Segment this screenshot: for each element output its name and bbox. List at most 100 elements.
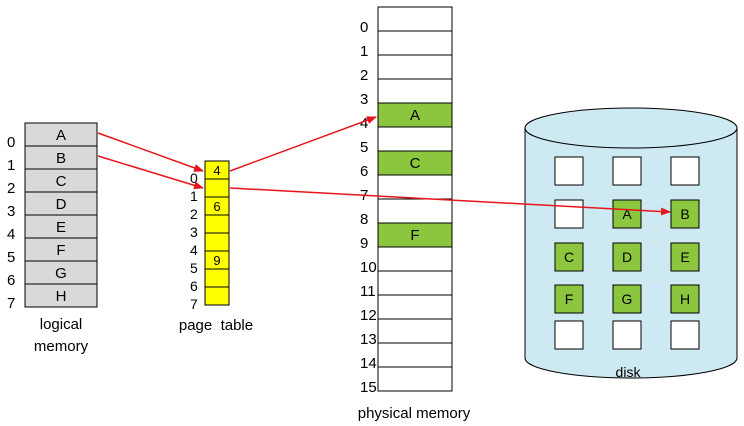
physical-frame-label: C <box>410 155 421 172</box>
mapping-arrows <box>97 116 671 216</box>
disk-block <box>612 320 642 350</box>
logical-page-index: 3 <box>7 203 15 220</box>
physical-frame <box>377 150 453 176</box>
physical-frame-index: 11 <box>360 283 376 300</box>
physical-frame-index: 13 <box>360 331 377 348</box>
page-table-index: 4 <box>190 242 198 258</box>
disk-block <box>554 156 584 186</box>
physical-frame-index: 14 <box>360 355 377 372</box>
logical-page-label: B <box>56 150 66 167</box>
disk-block <box>670 156 700 186</box>
page-table-index: 3 <box>190 224 198 240</box>
logical-page-label: F <box>56 242 65 259</box>
page-table-frame-number: 6 <box>213 199 220 214</box>
disk-block <box>554 320 584 350</box>
disk-block <box>554 242 584 272</box>
disk-block <box>554 199 584 229</box>
physical-frame-label: F <box>410 227 419 244</box>
logical-page-index: 1 <box>7 157 15 174</box>
disk-block-label: D <box>622 249 632 265</box>
physical-frame-index: 4 <box>360 115 368 132</box>
physical-frame-index: 2 <box>360 67 368 84</box>
logical-page-index: 2 <box>7 180 15 197</box>
physical-frame <box>377 198 453 224</box>
disk-block <box>612 156 642 186</box>
logical-page-index: 0 <box>7 134 15 151</box>
physical-frame <box>377 78 453 104</box>
logical-page-index: 7 <box>7 295 15 312</box>
logical-page-index: 4 <box>7 226 15 243</box>
disk-label: disk <box>616 364 642 380</box>
disk-block <box>554 284 584 314</box>
disk-block-label: F <box>565 291 574 307</box>
logical-page-index: 6 <box>7 272 15 289</box>
arrow-page-table-0-to-frame-4 <box>229 116 377 172</box>
logical-page-index: 5 <box>7 249 15 266</box>
disk-block <box>612 199 642 229</box>
page-table-caption: page table <box>179 317 253 334</box>
physical-frame <box>377 294 453 320</box>
disk-block-label: C <box>564 249 574 265</box>
physical-frame-index: 5 <box>360 139 368 156</box>
page-table-index: 7 <box>190 296 198 312</box>
physical-frame <box>377 318 453 344</box>
physical-frame-index: 9 <box>360 235 368 252</box>
disk-block <box>670 242 700 272</box>
physical-memory: ACF0123456789101112131415 <box>360 6 453 396</box>
physical-frame <box>377 30 453 56</box>
physical-frame <box>377 174 453 200</box>
disk-block <box>612 242 642 272</box>
disk-block <box>612 284 642 314</box>
page-table-entry <box>204 232 230 252</box>
page-table-frame-number: 4 <box>213 163 220 178</box>
logical-page-label: H <box>56 288 67 305</box>
physical-frame <box>377 54 453 80</box>
page-table-index: 2 <box>190 206 198 222</box>
physical-frame-label: A <box>410 107 420 124</box>
physical-frame-index: 15 <box>360 379 377 396</box>
arrow-logical-B-to-page-table-1 <box>97 155 204 190</box>
arrow-logical-A-to-page-table-0 <box>97 132 204 172</box>
page-table-index: 6 <box>190 278 198 294</box>
page-table-index: 1 <box>190 188 198 204</box>
logical-page-label: A <box>56 127 66 144</box>
page-table-entry <box>204 286 230 306</box>
physical-frame <box>377 270 453 296</box>
physical-frame-index: 10 <box>360 259 377 276</box>
physical-frame <box>377 366 453 392</box>
physical-frame <box>377 102 453 128</box>
physical-frame-index: 0 <box>360 19 368 36</box>
physical-frame-index: 3 <box>360 91 368 108</box>
logical-page-label: E <box>56 219 66 236</box>
disk-block-label: H <box>680 291 690 307</box>
logical-page-label: D <box>56 196 67 213</box>
physical-frame <box>377 246 453 272</box>
arrow-page-table-1-to-disk-B <box>229 187 671 216</box>
page-table-index: 5 <box>190 260 198 276</box>
physical-frame-index: 6 <box>360 163 368 180</box>
physical-memory-caption: physical memory <box>358 405 471 422</box>
logical-memory-caption-line1: logical <box>40 316 83 333</box>
physical-frame-index: 1 <box>360 43 368 60</box>
disk-block <box>670 284 700 314</box>
page-table-entry <box>204 178 230 198</box>
disk-block <box>670 320 700 350</box>
page-table-frame-number: 9 <box>213 253 220 268</box>
physical-frame <box>377 126 453 152</box>
logical-memory-caption-line2: memory <box>34 338 89 355</box>
logical-page-label: G <box>55 265 67 282</box>
page-table-entry <box>204 214 230 234</box>
page-table-entry <box>204 268 230 288</box>
disk-block <box>670 199 700 229</box>
logical-page-cell <box>24 283 98 308</box>
logical-page-label: C <box>56 173 67 190</box>
disk-block-label: B <box>680 206 689 222</box>
physical-frame <box>377 342 453 368</box>
physical-frame <box>377 6 453 32</box>
disk-block-label: A <box>622 206 632 222</box>
disk-block-label: E <box>680 249 689 265</box>
